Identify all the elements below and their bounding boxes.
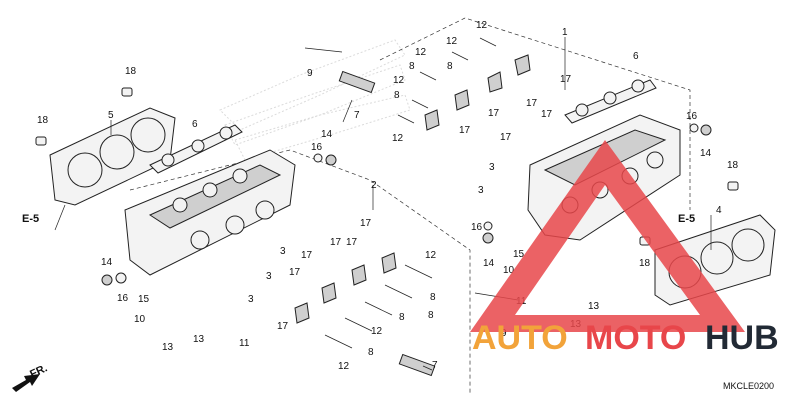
callout-12: 12 xyxy=(425,250,437,261)
callout-7: 7 xyxy=(354,110,360,121)
callout-17: 17 xyxy=(360,218,372,229)
left-head-frame xyxy=(129,149,471,395)
section-ref-left: E-5 xyxy=(22,213,39,225)
callout-12: 12 xyxy=(371,326,383,337)
left-gasket-bracket xyxy=(54,204,66,231)
o-ring-16-mid xyxy=(483,221,493,231)
callout-15: 15 xyxy=(513,249,525,260)
callout-13: 13 xyxy=(193,334,205,345)
front-marker-label: FR. xyxy=(28,362,49,380)
callout-14: 14 xyxy=(483,258,495,269)
callout-17: 17 xyxy=(289,267,301,278)
lower-spark-plug xyxy=(398,353,436,377)
callout-8: 8 xyxy=(409,61,415,72)
callout-8: 8 xyxy=(368,347,374,358)
callout-8: 8 xyxy=(399,312,405,323)
o-ring-16-upper xyxy=(313,153,323,163)
callout-8: 8 xyxy=(428,310,434,321)
left-cylinder-head xyxy=(124,149,296,276)
callout-4: 4 xyxy=(716,205,722,216)
callout-3: 3 xyxy=(489,162,495,173)
watermark-moto: MOTO xyxy=(585,319,686,357)
upper-spark-plug xyxy=(338,70,376,94)
callout-17: 17 xyxy=(277,321,289,332)
callout-5: 5 xyxy=(108,110,114,121)
callout-12: 12 xyxy=(392,133,404,144)
callout-3: 3 xyxy=(478,185,484,196)
diagram-code: MKCLE0200 xyxy=(723,381,774,391)
callout-17: 17 xyxy=(541,109,553,120)
callout-8: 8 xyxy=(394,90,400,101)
callout-6: 6 xyxy=(192,119,198,130)
left-cylinder-head-gasket xyxy=(49,107,176,206)
callout-10: 10 xyxy=(503,265,515,276)
washer-14-right xyxy=(700,124,712,136)
callout-18: 18 xyxy=(125,66,137,77)
dowel-pin-18-right xyxy=(727,181,739,191)
callout-8: 8 xyxy=(430,292,436,303)
callout-17: 17 xyxy=(346,237,358,248)
o-ring-16-right xyxy=(689,123,699,133)
dowel-pin-18-left xyxy=(35,136,47,146)
callout-17: 17 xyxy=(301,250,313,261)
callout-1: 1 xyxy=(562,27,568,38)
left-bolt-group xyxy=(294,252,433,349)
callout-11: 11 xyxy=(239,338,250,349)
callout-7: 7 xyxy=(432,360,438,371)
callout-13: 13 xyxy=(588,301,600,312)
callout-16: 16 xyxy=(117,293,129,304)
callout-17: 17 xyxy=(488,108,500,119)
callout-3: 3 xyxy=(280,246,286,257)
right-intake-gasket xyxy=(564,79,657,124)
callout-15: 15 xyxy=(138,294,150,305)
watermark-triangle-logo xyxy=(470,140,745,332)
washer-14-left xyxy=(101,274,113,286)
callout-9: 9 xyxy=(307,68,313,79)
callout-14: 14 xyxy=(321,129,333,140)
o-ring-16-left xyxy=(115,272,127,284)
callout-3: 3 xyxy=(266,271,272,282)
callout-12: 12 xyxy=(415,47,427,58)
callout-16: 16 xyxy=(311,142,323,153)
dowel-pin-18-left-top xyxy=(121,87,133,97)
callout-17: 17 xyxy=(459,125,471,136)
callout-18: 18 xyxy=(639,258,651,269)
callout-12: 12 xyxy=(446,36,458,47)
right-head-frame xyxy=(379,17,691,210)
callout-16: 16 xyxy=(686,111,698,122)
watermark-hub: HUB xyxy=(705,319,779,357)
callout-12: 12 xyxy=(476,20,488,31)
left-long-bolt xyxy=(304,47,343,53)
callout-18: 18 xyxy=(37,115,49,126)
section-ref-right: E-5 xyxy=(678,213,695,225)
washer-14-upper xyxy=(325,154,337,166)
callout-14: 14 xyxy=(101,257,113,268)
right-bolt-group xyxy=(397,37,531,131)
callout-2: 2 xyxy=(371,180,377,191)
callout-13: 13 xyxy=(162,342,174,353)
callout-12: 12 xyxy=(338,361,350,372)
callout-17: 17 xyxy=(526,98,538,109)
watermark-auto: AUTO xyxy=(472,319,568,357)
callout-17: 17 xyxy=(500,132,512,143)
leader-lines xyxy=(110,37,712,371)
automotohub-watermark: AUTO MOTO HUB xyxy=(470,140,779,357)
callout-3: 3 xyxy=(248,294,254,305)
callout-14: 14 xyxy=(700,148,712,159)
callout-18: 18 xyxy=(727,160,739,171)
washer-14-mid xyxy=(482,232,494,244)
callout-9: 9 xyxy=(501,328,507,339)
callout-16: 16 xyxy=(471,222,483,233)
callout-8: 8 xyxy=(447,61,453,72)
callout-17: 17 xyxy=(330,237,342,248)
callout-10: 10 xyxy=(134,314,146,325)
callout-17: 17 xyxy=(560,74,572,85)
callout-6: 6 xyxy=(633,51,639,62)
callout-12: 12 xyxy=(393,75,405,86)
front-direction-arrow: FR. xyxy=(12,362,49,392)
left-intake-gasket xyxy=(149,124,243,174)
